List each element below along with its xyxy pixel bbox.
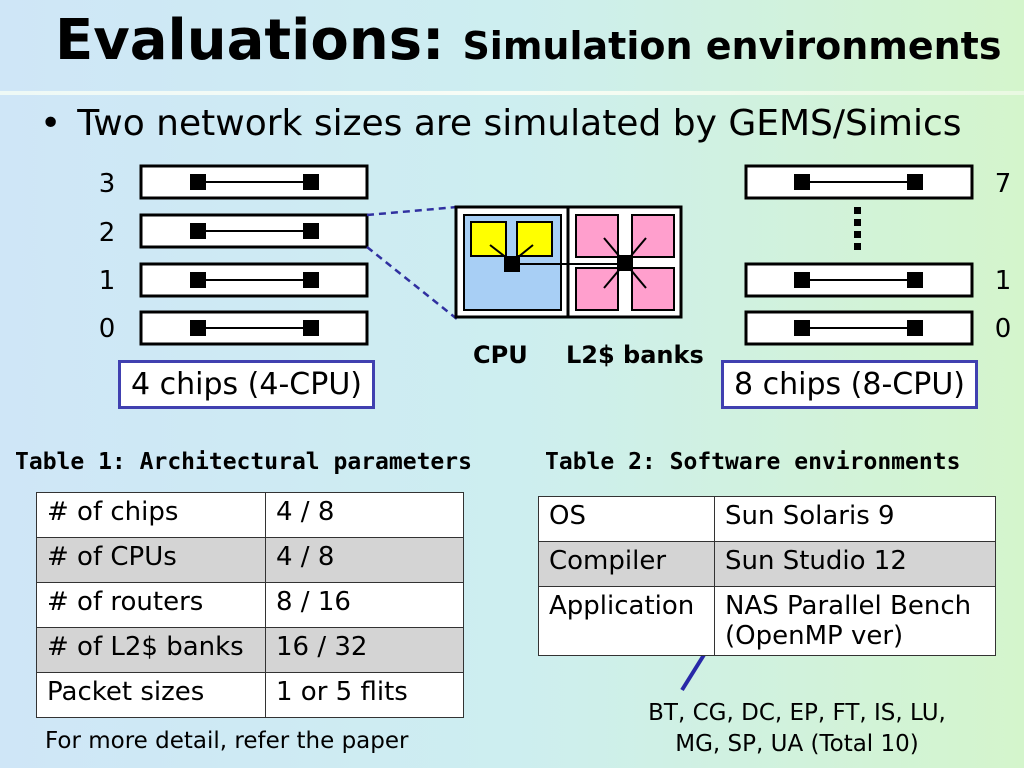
table-cell: # of L2$ banks [36,627,266,673]
bullet-point: • Two network sizes are simulated by GEMS… [40,103,962,144]
left-index-3: 3 [98,169,116,199]
eight-chip-label: 8 chips (8-CPU) [721,360,978,409]
right-index-7: 7 [994,169,1012,199]
table-cell: Packet sizes [36,672,266,718]
table-cell: 16 / 32 [265,627,464,673]
l2-banks-label: L2$ banks [566,341,704,369]
architectural-parameters-table: # of chips 4 / 8 # of CPUs 4 / 8 # of ro… [36,492,464,718]
four-chip-label: 4 chips (4-CPU) [118,360,375,409]
footnote: For more detail, refer the paper [45,728,409,754]
cpu-label: CPU [473,341,528,369]
benchmark-list-line-1: BT, CG, DC, EP, FT, IS, LU, [648,700,946,726]
left-chip-1 [139,262,369,298]
left-index-2: 2 [98,218,116,248]
table-row: # of CPUs 4 / 8 [36,537,464,583]
table-cell: NAS Parallel Bench (OpenMP ver) [714,586,996,656]
title-main: Evaluations: [55,8,445,73]
table-cell: 4 / 8 [265,492,464,538]
page-title: Evaluations: Simulation environments [55,8,1001,73]
table-row: # of L2$ banks 16 / 32 [36,627,464,673]
app-line-2: (OpenMP ver) [725,621,904,651]
table-cell: # of routers [36,582,266,628]
table2-caption: Table 2: Software environments [545,449,961,475]
table1-caption: Table 1: Architectural parameters [15,449,472,475]
table-cell: Sun Solaris 9 [714,496,996,542]
table-cell: 4 / 8 [265,537,464,583]
table-cell: Sun Studio 12 [714,541,996,587]
left-chip-3 [139,164,369,200]
left-index-0: 0 [98,314,116,344]
benchmark-list: BT, CG, DC, EP, FT, IS, LU, MG, SP, UA (… [612,698,982,760]
table-cell: # of CPUs [36,537,266,583]
right-index-0: 0 [994,314,1012,344]
table-cell: # of chips [36,492,266,538]
zoom-lines [366,205,458,320]
software-environments-table: OS Sun Solaris 9 Compiler Sun Studio 12 … [538,496,996,656]
app-line-1: NAS Parallel Bench [725,591,972,621]
table-row: OS Sun Solaris 9 [538,496,996,542]
table-row: Application NAS Parallel Bench (OpenMP v… [538,586,996,656]
ellipsis-dots-icon [854,207,861,250]
right-chip-1 [744,262,974,298]
right-index-1: 1 [994,266,1012,296]
right-chip-0 [744,310,974,346]
bullet-dot-icon: • [40,103,62,144]
chip-detail [454,205,683,319]
table-cell: 8 / 16 [265,582,464,628]
table-row: Packet sizes 1 or 5 flits [36,672,464,718]
right-chip-7 [744,164,974,200]
table-row: # of chips 4 / 8 [36,492,464,538]
table-cell: Compiler [538,541,715,587]
left-index-1: 1 [98,266,116,296]
title-divider [0,91,1024,95]
table-cell: 1 or 5 flits [265,672,464,718]
table-row: # of routers 8 / 16 [36,582,464,628]
table-row: Compiler Sun Studio 12 [538,541,996,587]
table-cell: Application [538,586,715,656]
bullet-text: Two network sizes are simulated by GEMS/… [77,103,962,144]
left-chip-0 [139,310,369,346]
benchmark-list-line-2: MG, SP, UA (Total 10) [675,731,919,757]
title-sub: Simulation environments [462,24,1002,68]
table-cell: OS [538,496,715,542]
left-chip-2 [139,213,369,249]
